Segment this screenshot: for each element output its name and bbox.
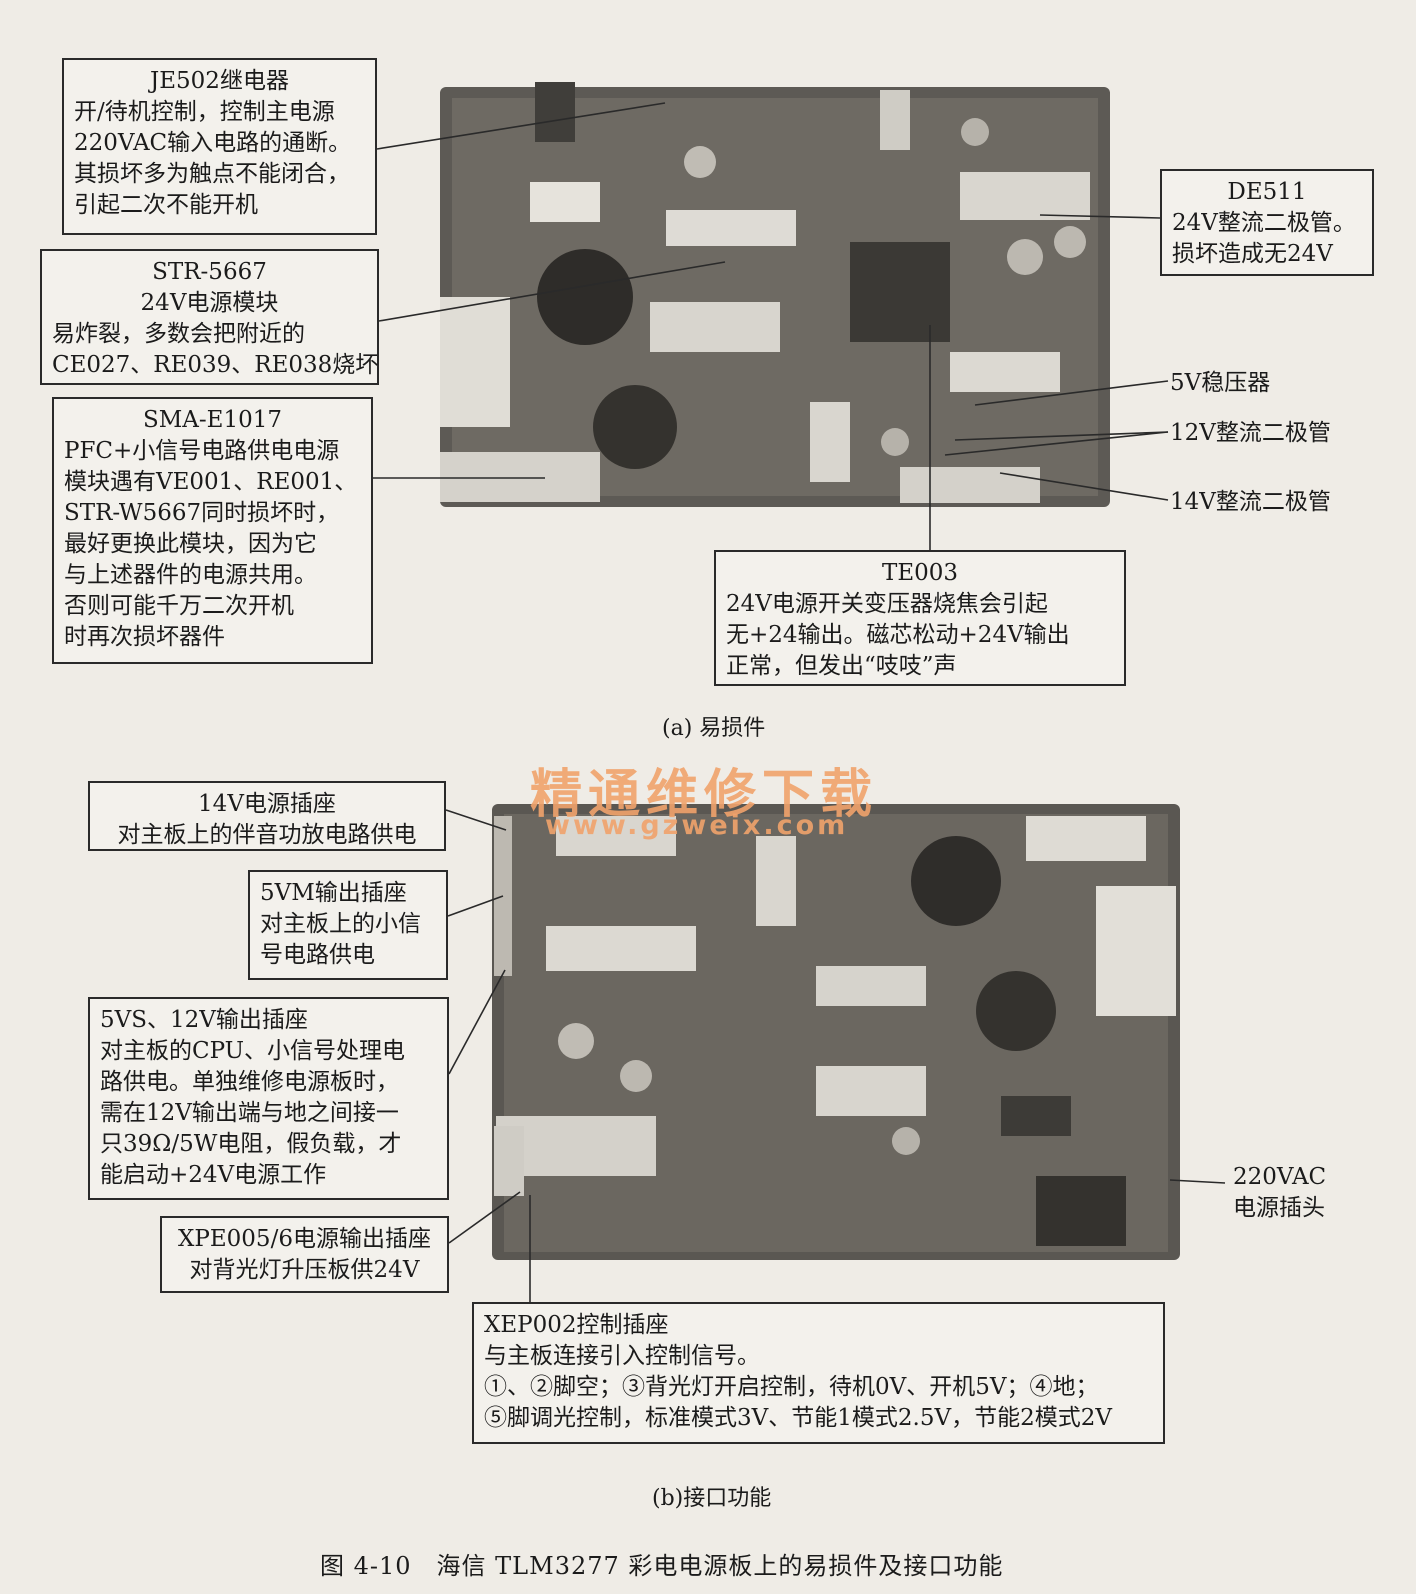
label-5v-regulator: 5V稳压器: [1170, 370, 1271, 396]
callout-line: 时再次损坏器件: [64, 624, 225, 650]
callout-line: 对主板上的小信: [260, 911, 421, 937]
callout-line: 路供电。单独维修电源板时，: [100, 1069, 399, 1095]
label-14v-diode: 14V整流二极管: [1170, 489, 1331, 515]
label-12v-diode: 12V整流二极管: [1170, 420, 1331, 446]
callout-line: 24V整流二极管。: [1172, 210, 1356, 236]
callout-line: ①、②脚空；③背光灯开启控制，待机0V、开机5V；④地；: [484, 1374, 1099, 1400]
callout-line: 损坏造成无24V: [1172, 241, 1333, 267]
callout-line: 对主板的CPU、小信号处理电: [100, 1038, 406, 1064]
figure-caption: 图 4-10 海信 TLM3277 彩电电源板上的易损件及接口功能: [320, 1552, 1004, 1580]
callout-xep002-control-socket: XEP002控制插座 与主板连接引入控制信号。 ①、②脚空；③背光灯开启控制，待…: [472, 1302, 1165, 1444]
callout-line: 模块遇有VE001、RE001、: [64, 469, 358, 495]
label-220vac: 220VAC: [1233, 1164, 1327, 1190]
callout-line: 正常，但发出“吱吱”声: [726, 653, 957, 679]
callout-line: 号电路供电: [260, 942, 375, 968]
callout-line: STR-W5667同时损坏时，: [64, 500, 340, 526]
callout-14v-socket: 14V电源插座 对主板上的伴音功放电路供电: [88, 781, 446, 851]
callout-title: JE502继电器: [150, 68, 289, 94]
callout-line: 最好更换此模块，因为它: [64, 531, 317, 557]
callout-line: 5VM输出插座: [260, 880, 407, 906]
callout-line: 只39Ω/5W电阻，假负载，才: [100, 1131, 402, 1157]
callout-title: SMA-E1017: [142, 407, 282, 433]
callout-de511-diode: DE511 24V整流二极管。 损坏造成无24V: [1160, 169, 1374, 276]
callout-line: PFC+小信号电路供电电源: [64, 438, 340, 464]
callout-line: XPE005/6电源输出插座: [178, 1226, 431, 1252]
callout-5vs-12v-socket: 5VS、12V输出插座 对主板的CPU、小信号处理电 路供电。单独维修电源板时，…: [88, 997, 449, 1200]
callout-line: 开/待机控制，控制主电源: [74, 99, 335, 125]
caption-panel-a: (a) 易损件: [662, 716, 766, 741]
watermark-title: 精通维修下载: [530, 765, 879, 825]
callout-line: ⑤脚调光控制，标准模式3V、节能1模式2.5V，节能2模式2V: [484, 1405, 1112, 1431]
callout-line: 与主板连接引入控制信号。: [484, 1343, 760, 1369]
callout-line: 对背光灯升压板供24V: [189, 1257, 420, 1283]
callout-line: 无+24输出。磁芯松动+24V输出: [726, 622, 1070, 648]
callout-line: 能启动+24V电源工作: [100, 1162, 327, 1188]
callout-line: 5VS、12V输出插座: [100, 1007, 308, 1033]
watermark-url: www.gzweix.com: [545, 810, 849, 841]
callout-line: 易炸裂，多数会把附近的: [52, 321, 305, 347]
callout-sma-e1017-module: SMA-E1017 PFC+小信号电路供电电源 模块遇有VE001、RE001、…: [52, 397, 373, 664]
callout-te003-transformer: TE003 24V电源开关变压器烧焦会引起 无+24输出。磁芯松动+24V输出 …: [714, 550, 1126, 686]
callout-line: 与上述器件的电源共用。: [64, 562, 317, 588]
callout-line: 24V电源模块: [140, 290, 279, 316]
label-power-plug: 电源插头: [1233, 1195, 1325, 1221]
callout-line: XEP002控制插座: [484, 1312, 669, 1338]
callout-5vm-socket: 5VM输出插座 对主板上的小信 号电路供电: [248, 870, 448, 980]
callout-title: STR-5667: [152, 259, 267, 285]
callout-je502-relay: JE502继电器 开/待机控制，控制主电源 220VAC输入电路的通断。 其损坏…: [62, 58, 377, 235]
callout-line: CE027、RE039、RE038烧坏: [52, 352, 379, 378]
callout-str5667-module: STR-5667 24V电源模块 易炸裂，多数会把附近的 CE027、RE039…: [40, 249, 379, 385]
callout-line: 220VAC输入电路的通断。: [74, 130, 352, 156]
callout-xpe005-socket: XPE005/6电源输出插座 对背光灯升压板供24V: [160, 1216, 449, 1293]
callout-title: TE003: [881, 560, 959, 586]
callout-line: 14V电源插座: [198, 791, 336, 817]
callout-line: 否则可能千万二次开机: [64, 593, 294, 619]
callout-line: 引起二次不能开机: [74, 192, 258, 218]
power-board-photo-b: [486, 796, 1186, 1266]
callout-line: 24V电源开关变压器烧焦会引起: [726, 591, 1048, 617]
callout-line: 需在12V输出端与地之间接一: [100, 1100, 399, 1126]
power-board-photo-a: [430, 62, 1120, 514]
callout-title: DE511: [1227, 179, 1307, 205]
callout-line: 其损坏多为触点不能闭合，: [74, 161, 350, 187]
caption-panel-b: (b)接口功能: [652, 1486, 772, 1511]
callout-line: 对主板上的伴音功放电路供电: [117, 822, 417, 848]
